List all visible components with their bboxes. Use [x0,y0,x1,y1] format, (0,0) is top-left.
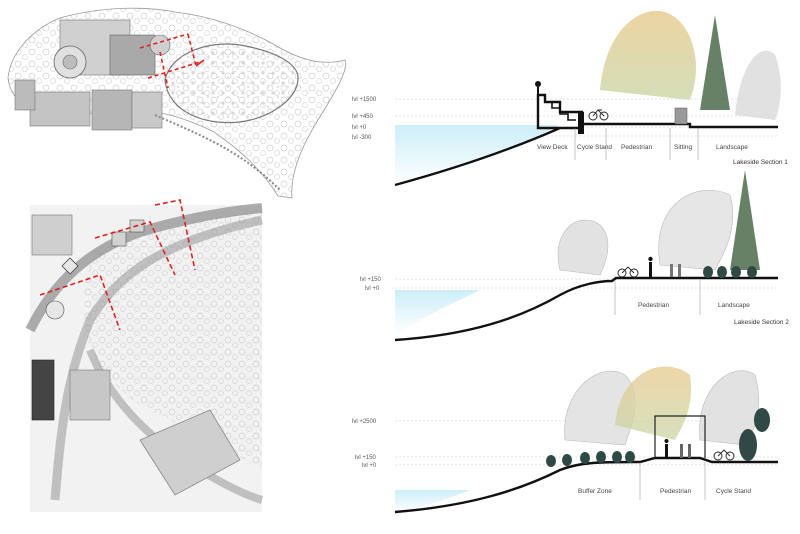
section-markers-top [139,33,205,89]
section-title: Lakeside Section 1 [733,159,788,166]
level-label: lvl +1500 [352,97,377,103]
level-labels-2: lvl +150 lvl +0 [360,277,382,292]
section-3: lvl +2500 lvl +150 lvl +0 Buffer Zone Pe… [352,366,778,514]
ground-line-2 [394,276,778,342]
zone-label: Pedestrian [660,488,691,495]
ground-line-3 [394,456,778,514]
level-label: lvl +0 [352,125,367,131]
ground-line-1 [394,93,778,187]
zone-label: Landscape [718,302,750,309]
water-1 [395,125,560,185]
level-label: lvl +0 [365,286,380,292]
zone-label: Buffer Zone [578,488,612,495]
zone-labels-3: Buffer Zone Pedestrian Cycle Stand [578,462,751,500]
level-label: lvl +0 [362,463,377,469]
zone-label: Cycle Stand [716,488,751,495]
section-markers-bottom [39,199,196,331]
zone-label: Cycle Stand [577,144,612,151]
level-label: lvl +150 [355,455,377,461]
trees-bg-1 [600,10,696,100]
zone-labels-1: View Deck Cycle Stand Pedestrian Sitting… [537,128,748,160]
section-2: lvl +150 lvl +0 Pedestrian Landscape Lak… [360,170,789,342]
level-label: lvl +150 [360,277,382,283]
site-master-plan [7,7,347,199]
level-label: lvl +2500 [352,419,377,425]
zone-label: Pedestrian [621,144,652,151]
zone-label: Landscape [716,144,748,151]
level-labels-3: lvl +2500 lvl +150 lvl +0 [352,419,377,469]
section-1: lvl +1500 lvl +450 lvl +0 lvl -300 View … [352,10,788,187]
zone-labels-2: Pedestrian Landscape [614,280,750,315]
lakeside-enlarged-plan [25,199,264,512]
plan-structures [31,214,241,496]
water-2 [395,290,480,335]
level-label: lvl -300 [352,135,372,141]
level-labels-1: lvl +1500 lvl +450 lvl +0 lvl -300 [352,97,377,141]
section-title: Lakeside Section 2 [734,319,789,326]
zone-label: Sitting [674,144,692,151]
zone-label: Pedestrian [638,302,669,309]
built-area [14,19,171,131]
water-3 [395,490,470,512]
zone-label: View Deck [537,144,568,151]
level-label: lvl +450 [352,114,374,120]
